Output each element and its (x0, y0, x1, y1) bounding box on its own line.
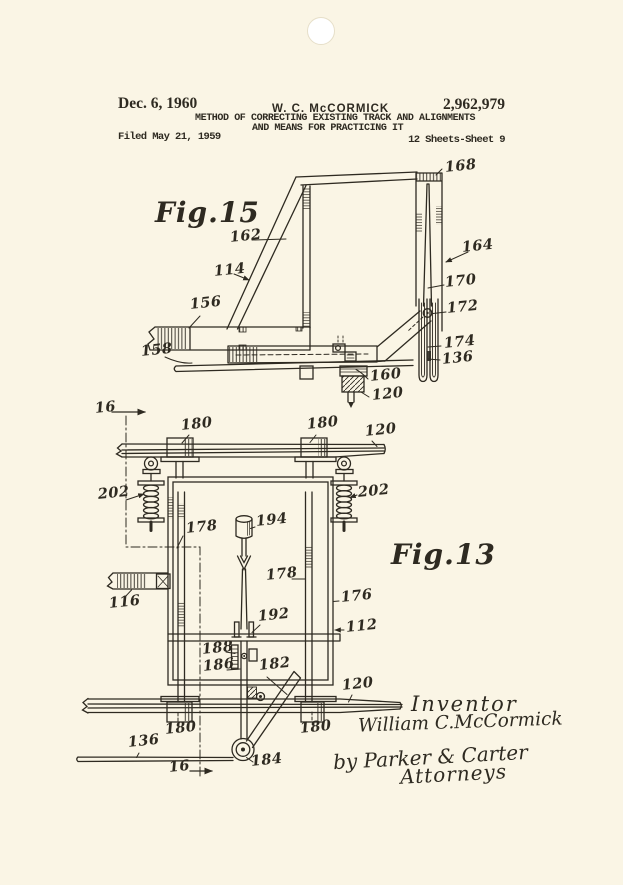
leader-lines (123, 168, 469, 763)
inventor-name-header: W. C. McCORMICK (272, 103, 390, 115)
fig15-linework (147, 171, 443, 408)
filed-date: Filed May 21, 1959 (118, 131, 221, 143)
punch-hole (307, 17, 335, 45)
fig15-title: Fig.15 (155, 196, 260, 229)
patent-title-line1: METHOD OF CORRECTING EXISTING TRACK AND … (195, 113, 476, 124)
patent-title-line2: AND MEANS FOR PRACTICING IT (252, 122, 404, 134)
issue-date: Dec. 6, 1960 (118, 95, 198, 112)
fig13-linework (76, 408, 403, 779)
patent-number: 2,962,979 (443, 96, 505, 113)
sheet-number: 12 Sheets-Sheet 9 (408, 134, 506, 146)
inventor-caption: Inventor (411, 692, 518, 716)
fig13-title: Fig.13 (391, 538, 496, 571)
